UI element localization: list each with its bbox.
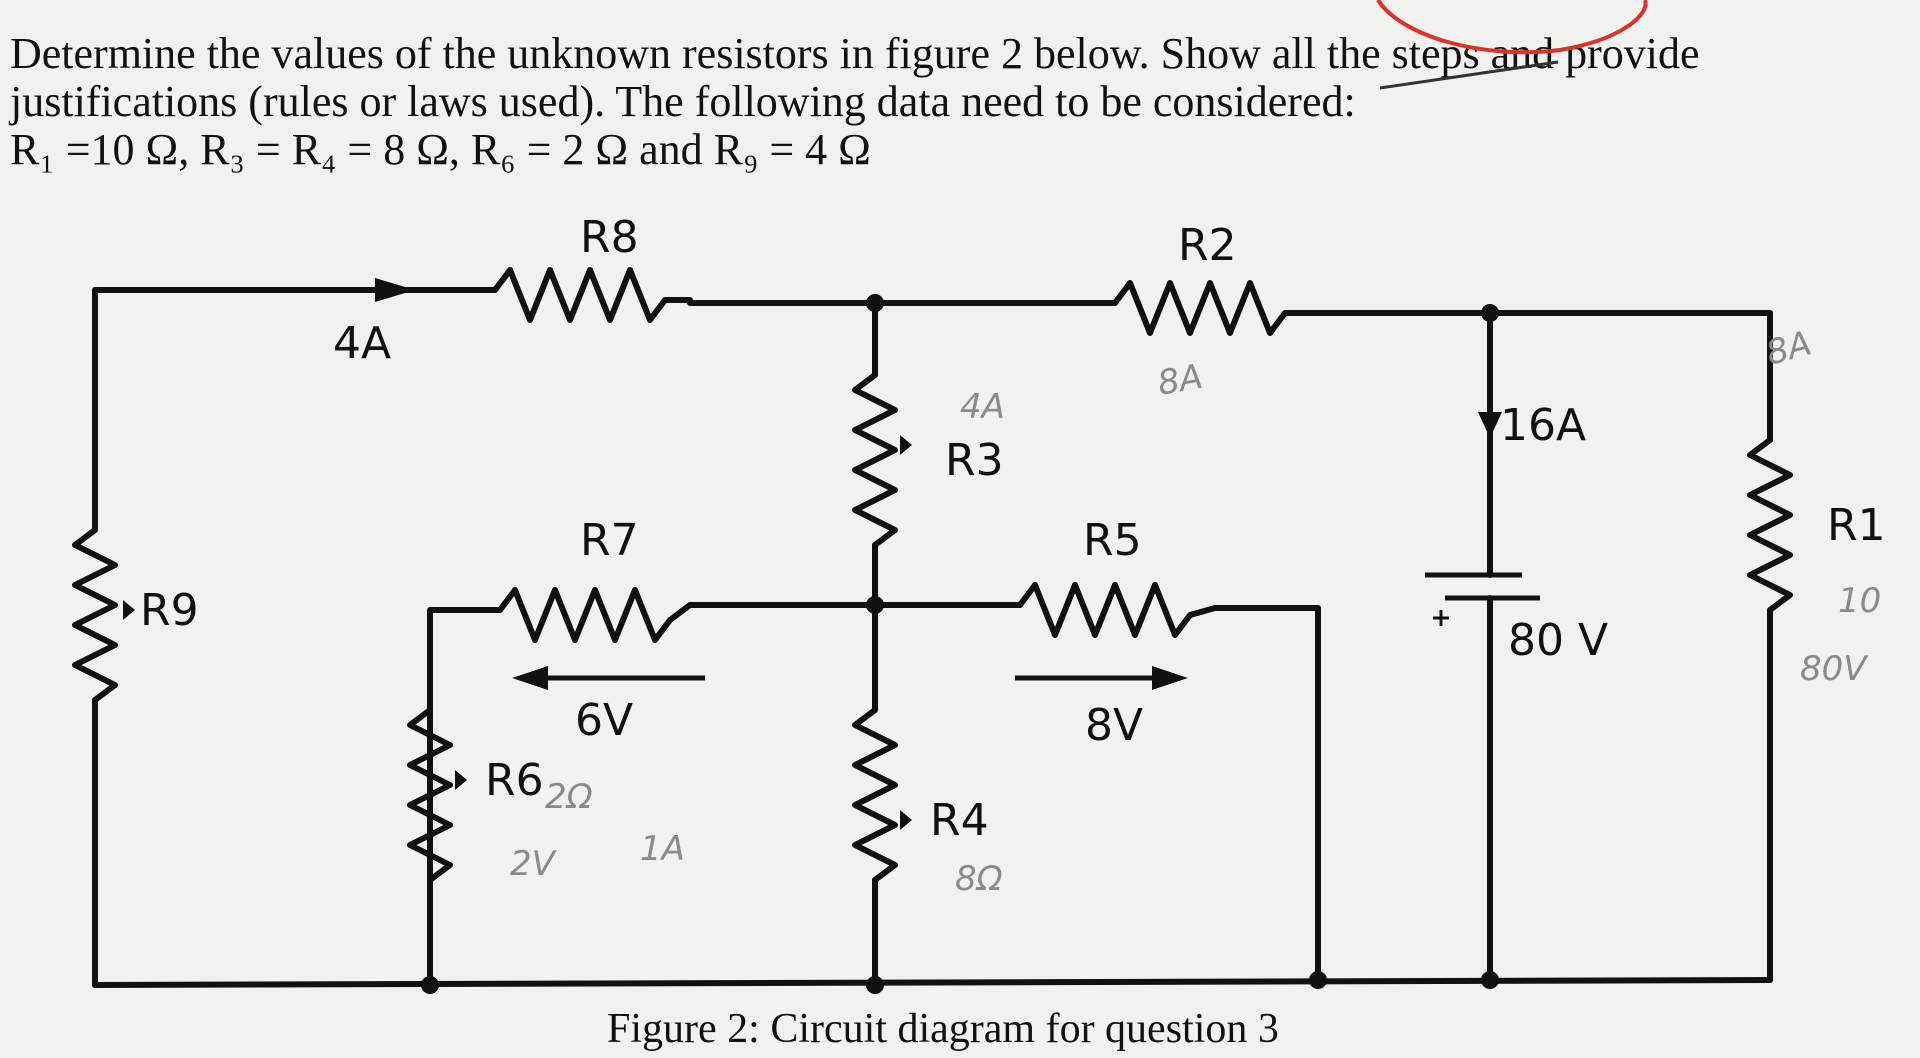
arrow-icon-16a bbox=[1478, 412, 1502, 438]
question-text: Determine the values of the unknown resi… bbox=[10, 30, 1910, 174]
label-r2: R2 bbox=[1178, 220, 1237, 271]
arrow-icon-8v bbox=[1152, 666, 1188, 690]
red-circle-mark bbox=[1376, 0, 1648, 55]
figure-caption: Figure 2: Circuit diagram for question 3 bbox=[607, 1006, 1279, 1052]
resistor-r6 bbox=[407, 707, 453, 883]
resistor-r5 bbox=[1017, 582, 1218, 638]
junction-bottom-r5 bbox=[1309, 971, 1327, 989]
resistor-r9 bbox=[72, 527, 118, 703]
question-line-1: Determine the values of the unknown resi… bbox=[10, 29, 1700, 78]
note-r4-value: 8Ω bbox=[955, 859, 1003, 899]
pointer-icon-r4 bbox=[900, 810, 912, 830]
resistor-r8 bbox=[492, 267, 693, 323]
label-r7: R7 bbox=[580, 515, 639, 566]
label-r9: R9 bbox=[140, 585, 199, 636]
junction-center bbox=[866, 596, 884, 614]
resistor-r3 bbox=[852, 372, 898, 548]
junction-bottom-left bbox=[421, 976, 439, 994]
voltage-6v: 6V bbox=[575, 695, 633, 746]
resistor-r2 bbox=[1112, 280, 1313, 336]
note-r6-current: 1A bbox=[640, 829, 685, 869]
wire-r7-left bbox=[427, 607, 503, 988]
pointer-icon-r6 bbox=[455, 770, 467, 790]
note-r1-value: 10 bbox=[1838, 581, 1881, 621]
label-r6: R6 bbox=[485, 755, 544, 806]
arrow-icon-6v bbox=[512, 666, 548, 690]
note-r3-current: 4A bbox=[960, 387, 1005, 427]
pointer-icon-r3 bbox=[900, 435, 912, 455]
strike-through-mark bbox=[1379, 60, 1559, 90]
note-r6-value: 2Ω bbox=[545, 777, 593, 817]
junction-bottom-mid bbox=[866, 976, 884, 994]
pointer-icon-r9 bbox=[123, 600, 135, 620]
voltage-80v: 80 V bbox=[1508, 615, 1608, 666]
voltage-8v: 8V bbox=[1085, 700, 1143, 751]
note-r1-extra: 80V bbox=[1800, 649, 1869, 689]
label-r4: R4 bbox=[930, 795, 989, 846]
label-r8: R8 bbox=[580, 212, 639, 263]
note-r6-voltage: 2V bbox=[510, 844, 558, 884]
current-16a: 16A bbox=[1500, 400, 1586, 451]
current-4a: 4A bbox=[333, 318, 391, 369]
resistor-r7 bbox=[497, 587, 693, 643]
resistor-r4 bbox=[852, 707, 898, 883]
junction-top-mid bbox=[866, 294, 884, 312]
question-line-3: R₁ =10 Ω, R₃ = R₄ = 8 Ω, R₆ = 2 Ω and R₉… bbox=[10, 125, 871, 174]
question-line-2: justifications (rules or laws used). The… bbox=[10, 77, 1356, 126]
arrow-icon-4a bbox=[375, 278, 415, 302]
label-r1: R1 bbox=[1827, 500, 1886, 551]
junction-top-right bbox=[1481, 304, 1499, 322]
label-r3: R3 bbox=[945, 435, 1004, 486]
wire-r5-right bbox=[1212, 605, 1321, 983]
wire-bottom bbox=[92, 977, 1773, 988]
label-r5: R5 bbox=[1083, 515, 1142, 566]
junction-bottom-battery bbox=[1481, 971, 1499, 989]
resistor-r1 bbox=[1747, 437, 1793, 613]
note-r2-current: 8A bbox=[1155, 357, 1206, 404]
